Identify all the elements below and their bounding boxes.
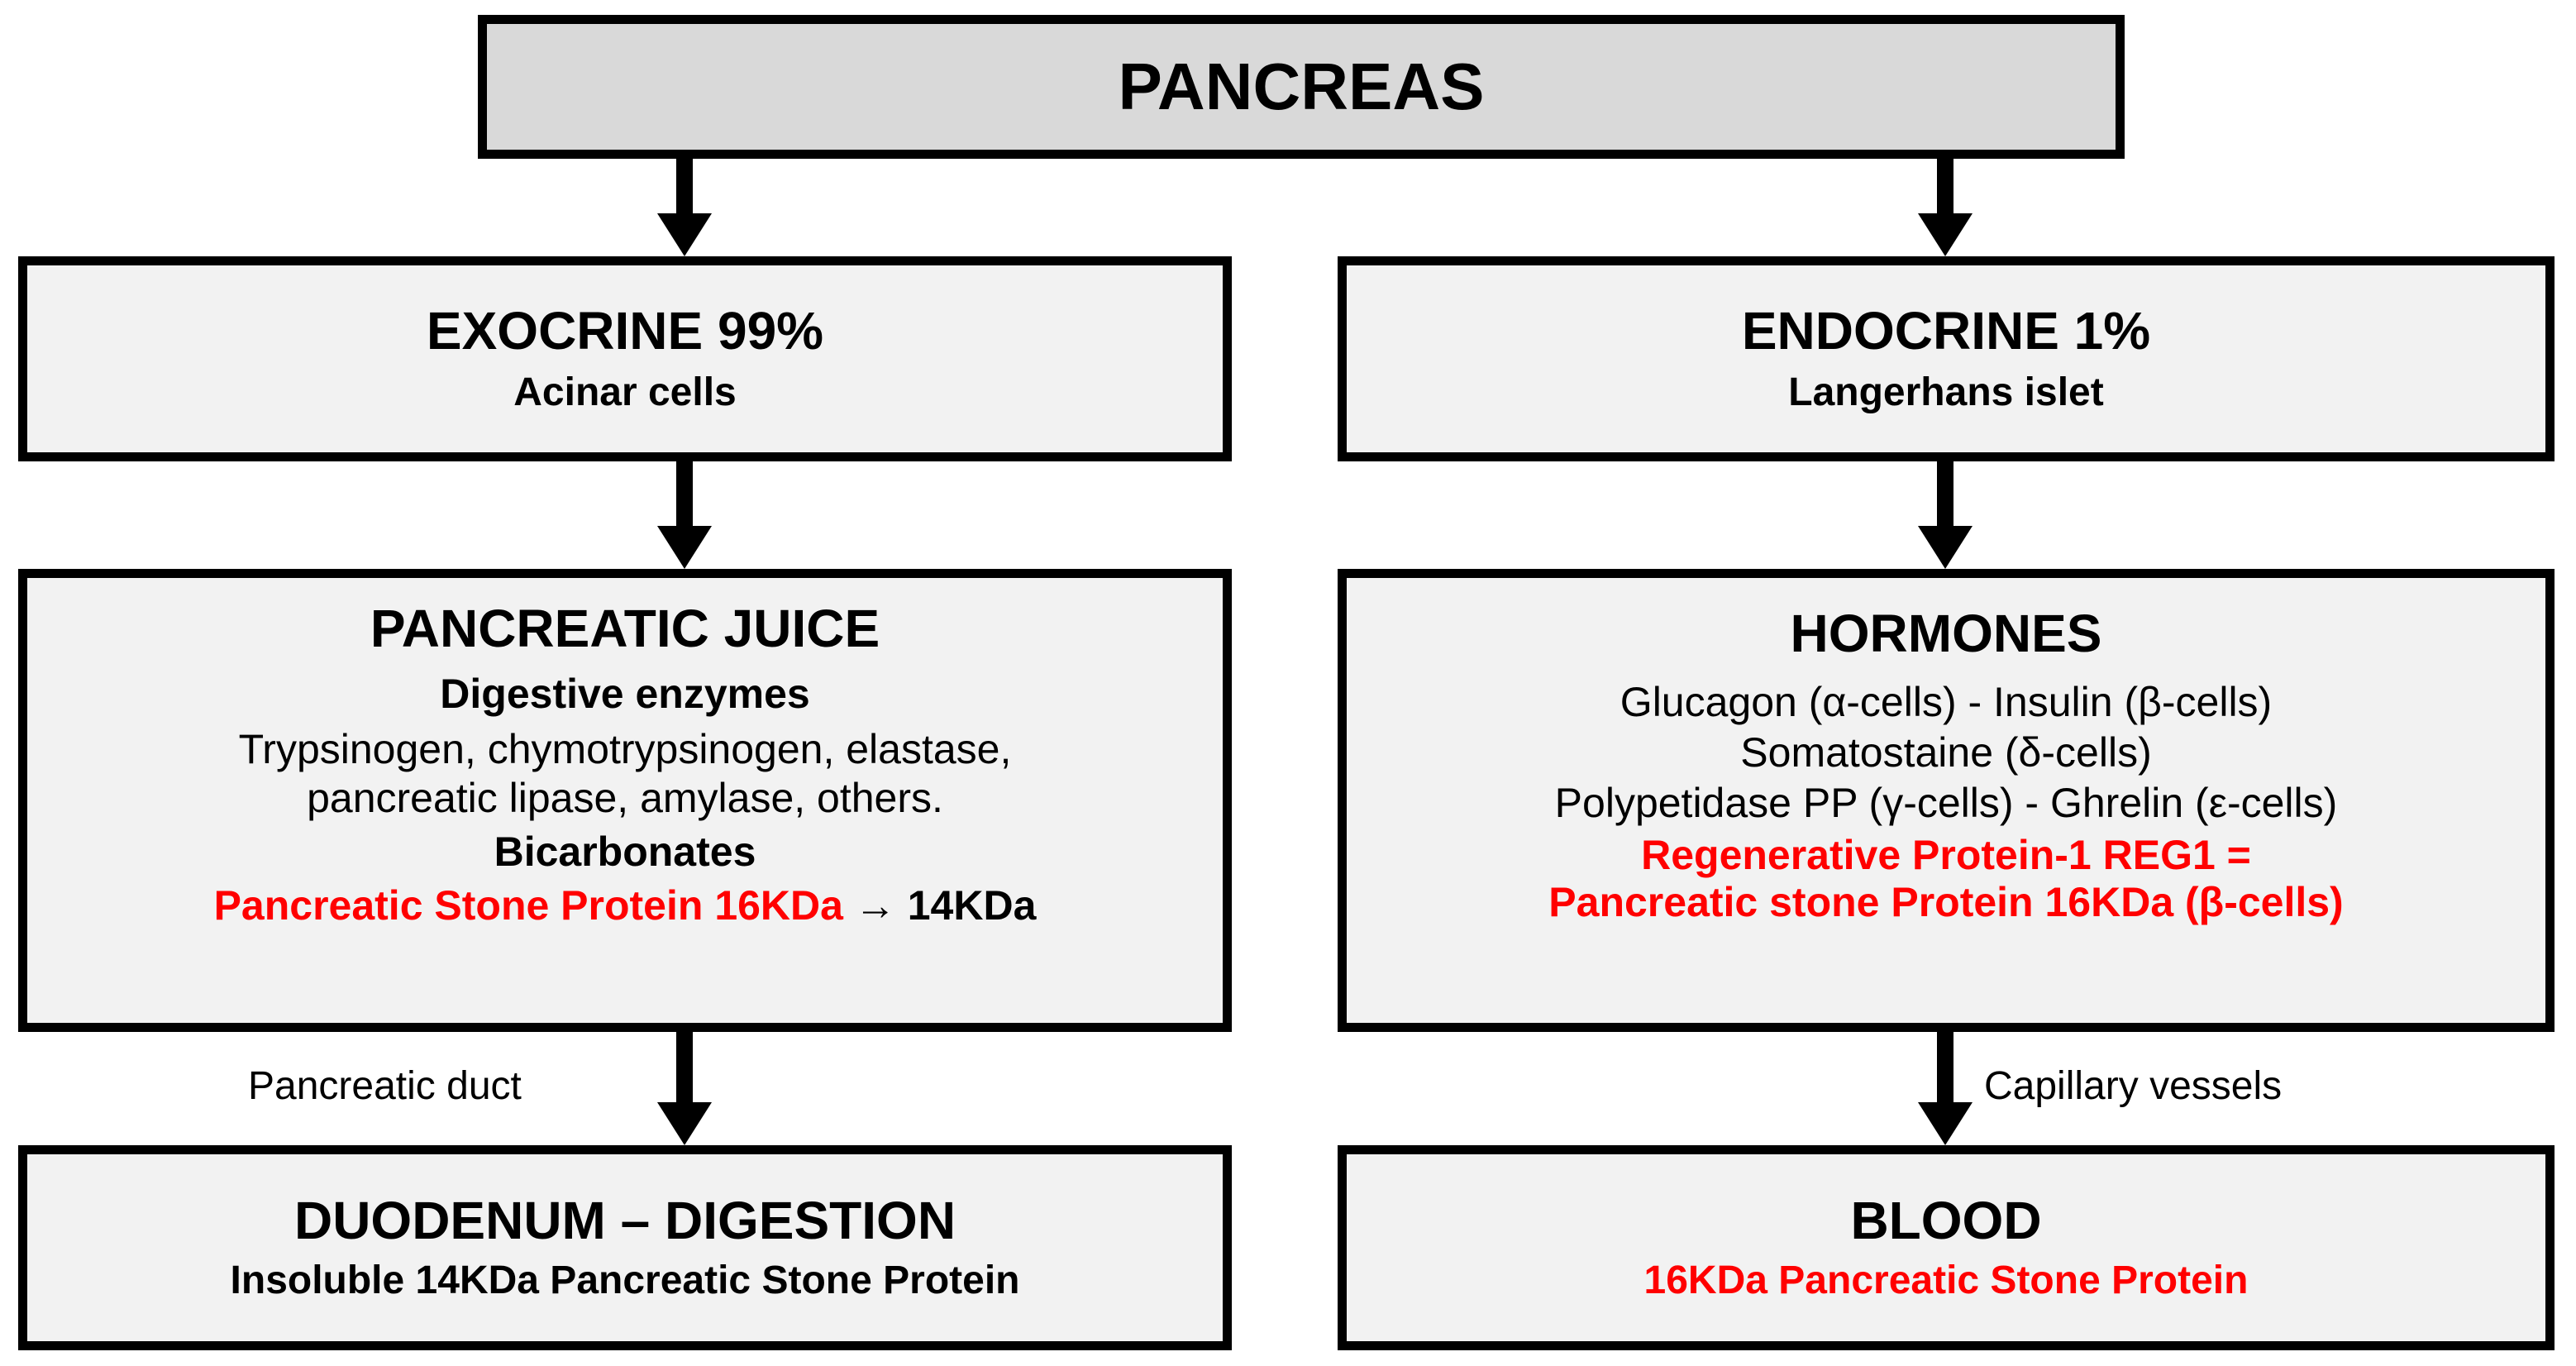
node-blood: BLOOD 16KDa Pancreatic Stone Protein <box>1338 1145 2555 1350</box>
node-exocrine: EXOCRINE 99% Acinar cells <box>18 256 1232 461</box>
node-pancreatic-juice-title: PANCREATIC JUICE <box>370 599 880 658</box>
node-pancreatic-juice-enzymes-line-1: Trypsinogen, chymotrypsinogen, elastase, <box>238 725 1012 772</box>
edge-label-capillary-vessels: Capillary vessels <box>1984 1064 2283 1108</box>
arrow-pancreas-to-exocrine <box>657 159 712 256</box>
arrow-endocrine-to-hormones <box>1918 461 1973 569</box>
node-hormones-reg1-line-1: Regenerative Protein-1 REG1 = <box>1641 831 2251 878</box>
node-pancreas: PANCREAS <box>478 15 2125 159</box>
node-pancreatic-juice-section-bicarbonates: Bicarbonates <box>494 828 756 875</box>
node-pancreatic-juice-section-enzymes: Digestive enzymes <box>440 670 810 717</box>
node-exocrine-subtitle: Acinar cells <box>513 370 737 415</box>
psp-red-text: Pancreatic Stone Protein 16KDa <box>213 881 843 929</box>
edge-label-pancreatic-duct: Pancreatic duct <box>248 1064 522 1108</box>
node-endocrine: ENDOCRINE 1% Langerhans islet <box>1338 256 2555 461</box>
node-hormones-reg1-line-2: Pancreatic stone Protein 16KDa (β-cells) <box>1548 878 2344 925</box>
node-endocrine-title: ENDOCRINE 1% <box>1741 300 2151 361</box>
node-pancreas-title: PANCREAS <box>1118 49 1485 123</box>
node-hormones: HORMONES Glucagon (α-cells) - Insulin (β… <box>1338 569 2555 1032</box>
node-hormones-title: HORMONES <box>1790 604 2102 663</box>
node-hormones-line-2: Somatostaine (δ-cells) <box>1740 728 2152 776</box>
node-pancreatic-juice: PANCREATIC JUICE Digestive enzymes Tryps… <box>18 569 1232 1032</box>
node-hormones-line-1: Glucagon (α-cells) - Insulin (β-cells) <box>1620 678 2273 725</box>
node-pancreatic-juice-enzymes-line-2: pancreatic lipase, amylase, others. <box>307 774 943 821</box>
node-duodenum-title: DUODENUM – DIGESTION <box>293 1190 956 1250</box>
node-exocrine-title: EXOCRINE 99% <box>426 300 824 361</box>
node-duodenum-subtitle: Insoluble 14KDa Pancreatic Stone Protein <box>230 1259 1020 1303</box>
node-duodenum: DUODENUM – DIGESTION Insoluble 14KDa Pan… <box>18 1145 1232 1350</box>
node-blood-subtitle: 16KDa Pancreatic Stone Protein <box>1643 1259 2249 1303</box>
arrow-pancreas-to-endocrine <box>1918 159 1973 256</box>
arrow-exocrine-to-pancreatic-juice <box>657 461 712 569</box>
node-endocrine-subtitle: Langerhans islet <box>1788 370 2104 415</box>
arrow-pancreatic-juice-to-duodenum <box>657 1032 712 1145</box>
arrow-hormones-to-blood <box>1918 1032 1973 1145</box>
node-blood-title: BLOOD <box>1850 1190 2042 1250</box>
psp-black-text: → 14KDa <box>842 881 1037 929</box>
node-hormones-line-3: Polypetidase PP (γ-cells) - Ghrelin (ε-c… <box>1554 779 2338 826</box>
node-pancreatic-juice-psp-line: Pancreatic Stone Protein 16KDa → 14KDa <box>27 881 1223 929</box>
